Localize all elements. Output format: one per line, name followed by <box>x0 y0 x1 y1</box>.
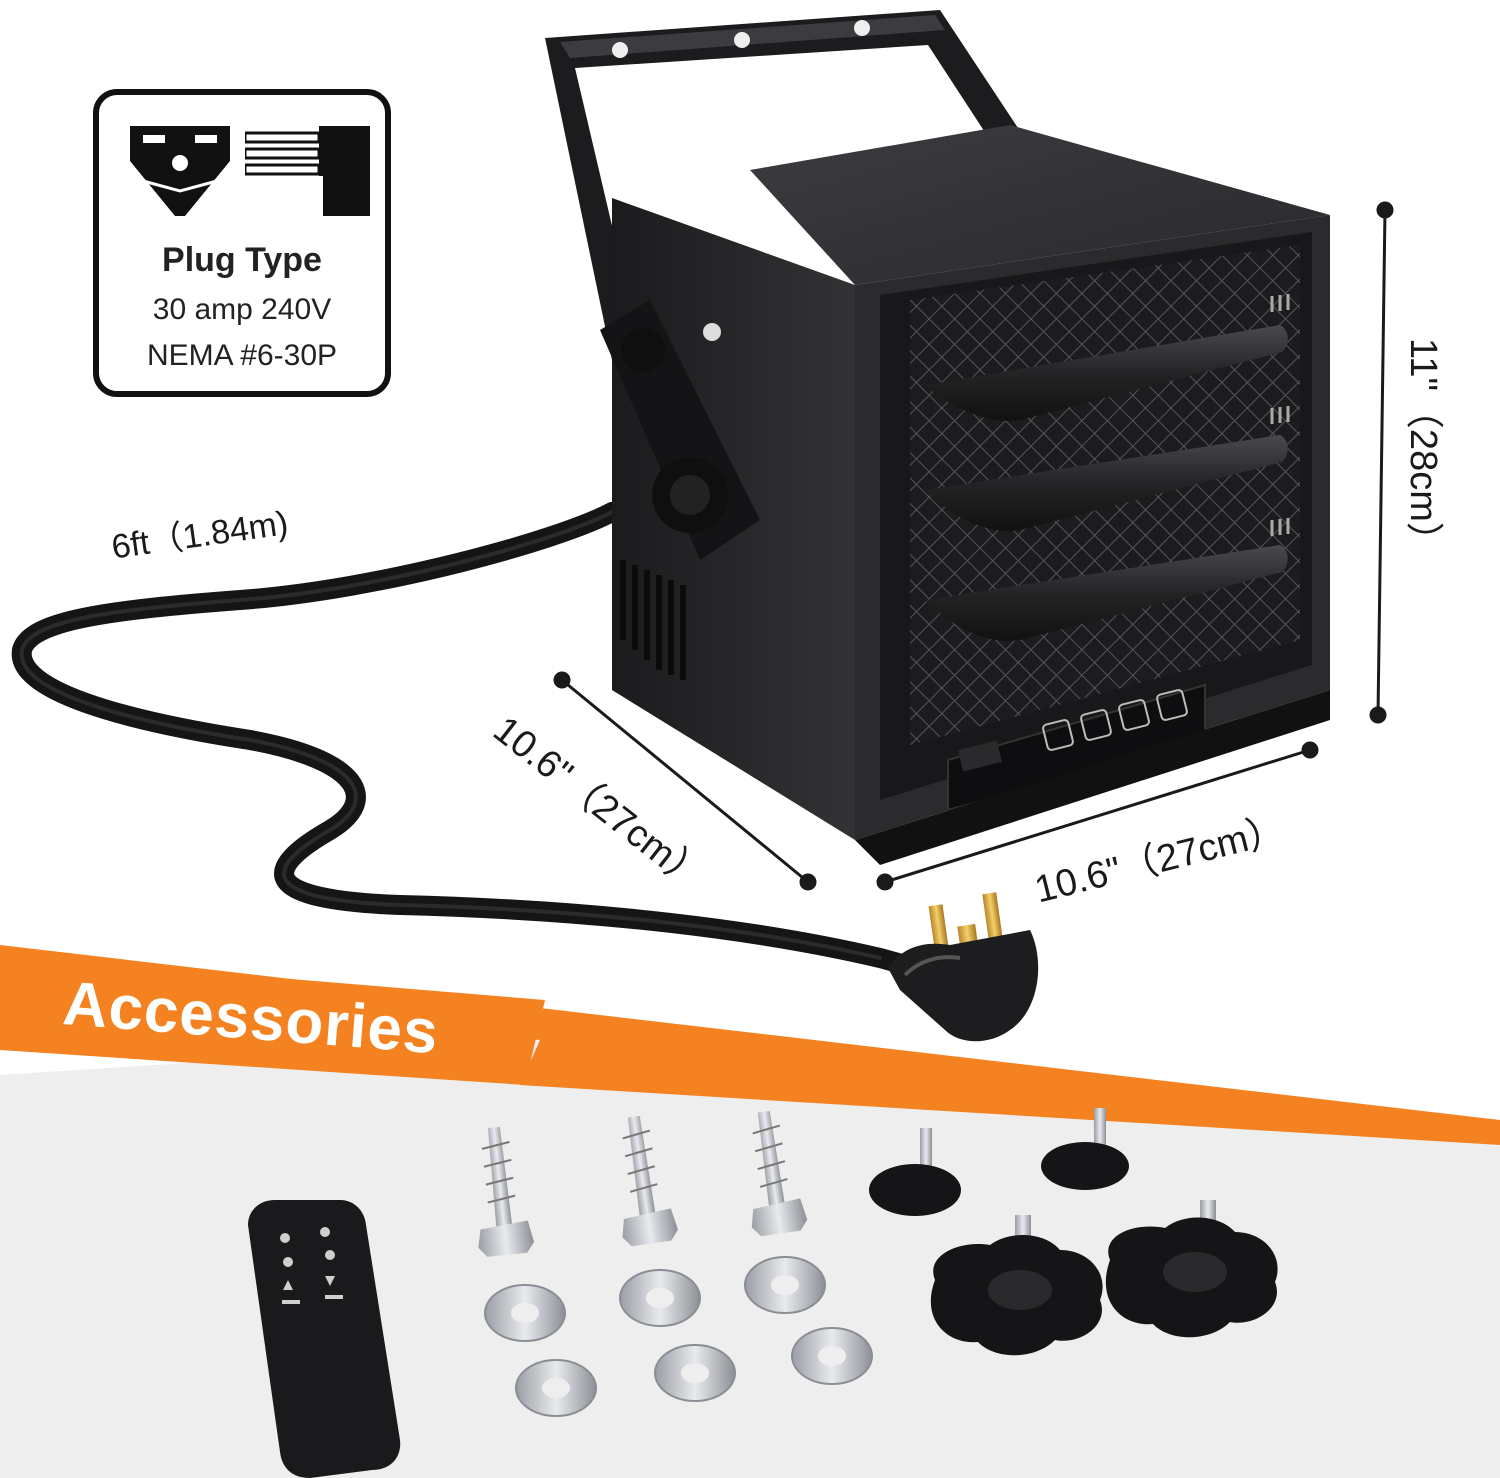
remote-control <box>248 1200 401 1478</box>
mounting-knobs <box>869 1108 1278 1356</box>
height-label: 11"（28cm） <box>1402 338 1444 560</box>
plug-amperage: 30 amp 240V <box>152 293 332 326</box>
nema-plug <box>888 892 1039 1042</box>
heater-unit <box>600 125 1330 865</box>
plug-nema-rating: NEMA #6-30P <box>146 339 338 372</box>
plug-info-card: Plug Type 30 amp 240V NEMA #6-30P <box>93 89 391 397</box>
plug-type-title: Plug Type <box>162 241 322 279</box>
plug-prongs-icon <box>245 126 370 216</box>
mounting-bracket <box>545 10 1018 360</box>
lag-screws <box>478 1110 808 1257</box>
dimension-lines <box>553 201 1394 891</box>
nema-6-30-receptacle-icon <box>130 126 230 216</box>
